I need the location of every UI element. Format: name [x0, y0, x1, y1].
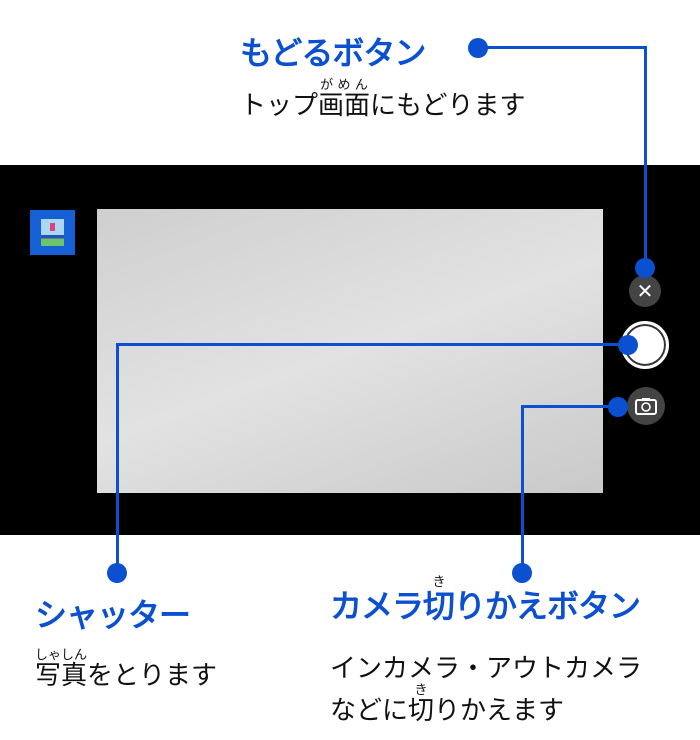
close-icon: ✕ — [636, 279, 654, 303]
castle-image-icon — [41, 219, 64, 246]
callout-dot — [635, 258, 655, 278]
switch-title: カメラ切きりかえボタン — [330, 575, 641, 625]
back-button[interactable]: ✕ — [629, 275, 661, 307]
callout-dot — [512, 563, 532, 583]
callout-line — [644, 46, 647, 268]
camera-preview — [97, 209, 603, 493]
callout-dot — [608, 397, 628, 417]
shutter-title: シャッター — [35, 596, 191, 634]
callout-line — [478, 46, 647, 49]
callout-line — [521, 405, 524, 573]
shutter-button[interactable] — [621, 321, 669, 369]
callout-line — [521, 405, 618, 408]
back-button-desc: トップ画面がめんにもどります — [240, 78, 526, 121]
callout-dot — [107, 563, 127, 583]
shutter-desc: 写真しゃしんをとります — [35, 648, 218, 691]
switch-camera-button[interactable] — [627, 387, 665, 425]
callout-line — [116, 343, 628, 346]
callout-dot — [618, 335, 638, 355]
switch-desc-line2: などに切きりかえます — [330, 683, 565, 726]
camera-switch-icon — [635, 398, 657, 415]
back-button-title: もどるボタン — [240, 34, 426, 72]
switch-desc-line1: インカメラ・アウトカメラ — [330, 654, 643, 684]
callout-line — [116, 343, 119, 573]
app-icon — [30, 210, 75, 255]
callout-dot — [468, 38, 488, 58]
